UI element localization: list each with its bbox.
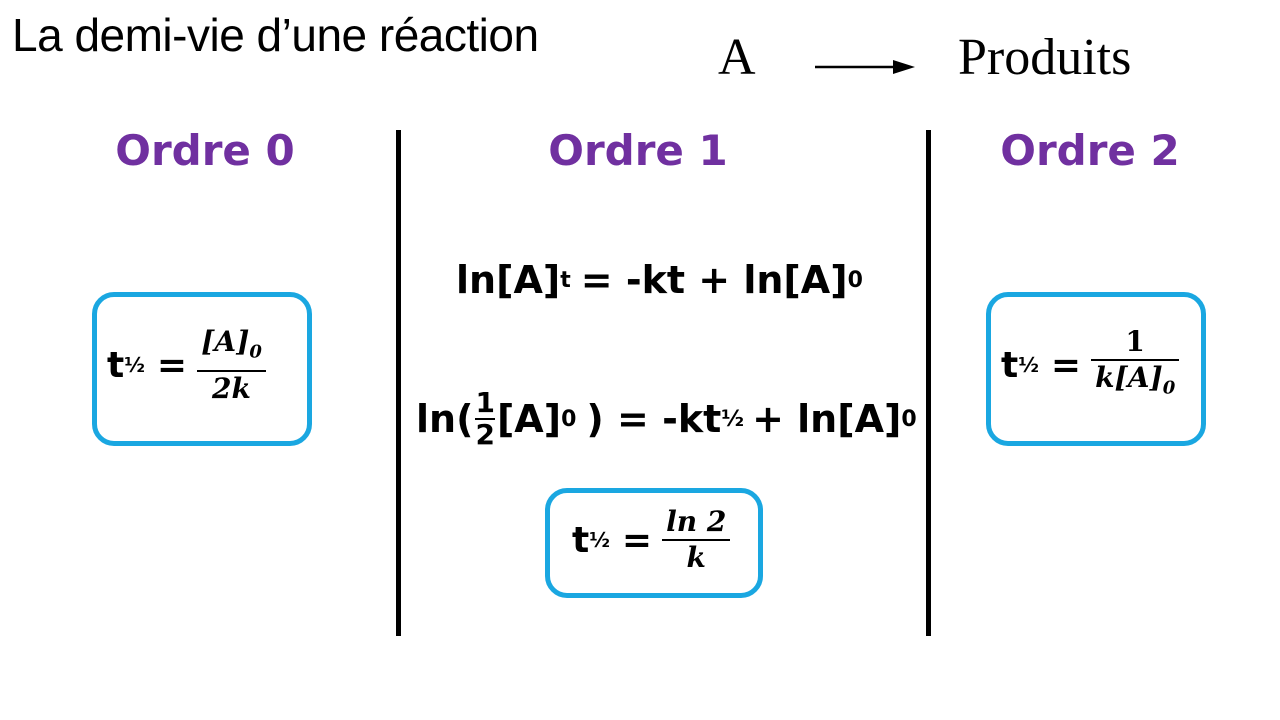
reactant-label: A: [718, 29, 756, 86]
order1-denominator: k: [686, 541, 706, 574]
order0-half: ½: [124, 353, 145, 378]
column-divider-left: [396, 130, 401, 636]
order2-half: ½: [1018, 353, 1039, 378]
order1-line2-half: ½: [721, 406, 745, 432]
order1-one-half-fraction: 1 2: [475, 386, 495, 451]
order1-line1-rhs-sub: 0: [847, 267, 863, 293]
order1-numerator: ln 2: [666, 505, 727, 538]
order1-line2-prefix: ln(: [416, 397, 474, 441]
order1-equals: =: [621, 519, 653, 561]
column-divider-right: [926, 130, 931, 636]
heading-order-2: Ordre 2: [1000, 126, 1180, 175]
order1-line2-frac-num: 1: [475, 386, 495, 419]
order0-fraction: [A]0 2k: [197, 325, 266, 406]
order2-numerator: 1: [1125, 325, 1145, 358]
order1-half: ½: [589, 528, 610, 552]
order1-line1-rhs: = -kt + ln[A]: [580, 258, 848, 302]
order2-equals: =: [1050, 344, 1082, 386]
reaction-arrow-icon: [815, 60, 915, 74]
order1-line1-lhs: ln[A]: [456, 258, 561, 302]
order2-t: t: [1001, 344, 1019, 386]
order1-line2-frac-den: 2: [475, 418, 495, 451]
order1-line2-mid-sub: 0: [561, 406, 577, 432]
order1-line2-rhs: + ln[A]: [752, 397, 902, 441]
page-title: La demi-vie d’une réaction: [12, 9, 539, 61]
order2-denominator-sub: 0: [1162, 377, 1176, 399]
order1-integrated-rate-law: ln[A]t = -kt + ln[A]0: [456, 258, 863, 302]
order0-numerator-sub: 0: [249, 341, 262, 363]
order0-denominator: 2k: [212, 371, 251, 405]
order1-fraction: ln 2 k: [662, 505, 731, 575]
order1-line1-lhs-sub: t: [560, 267, 571, 293]
order2-denominator: k[A]: [1095, 361, 1163, 394]
heading-order-1: Ordre 1: [548, 126, 728, 175]
order0-equals: =: [156, 344, 188, 386]
order1-line2-mid2: ) = -kt: [586, 397, 722, 441]
order1-line2-mid: [A]: [496, 397, 562, 441]
order0-numerator: [A]: [201, 325, 250, 358]
order1-line2-rhs-sub: 0: [901, 406, 917, 432]
product-label: Produits: [958, 29, 1132, 86]
heading-order-0: Ordre 0: [115, 126, 295, 175]
order1-t: t: [572, 519, 590, 561]
order2-fraction: 1 k[A]0: [1091, 325, 1180, 406]
order0-t: t: [107, 344, 125, 386]
